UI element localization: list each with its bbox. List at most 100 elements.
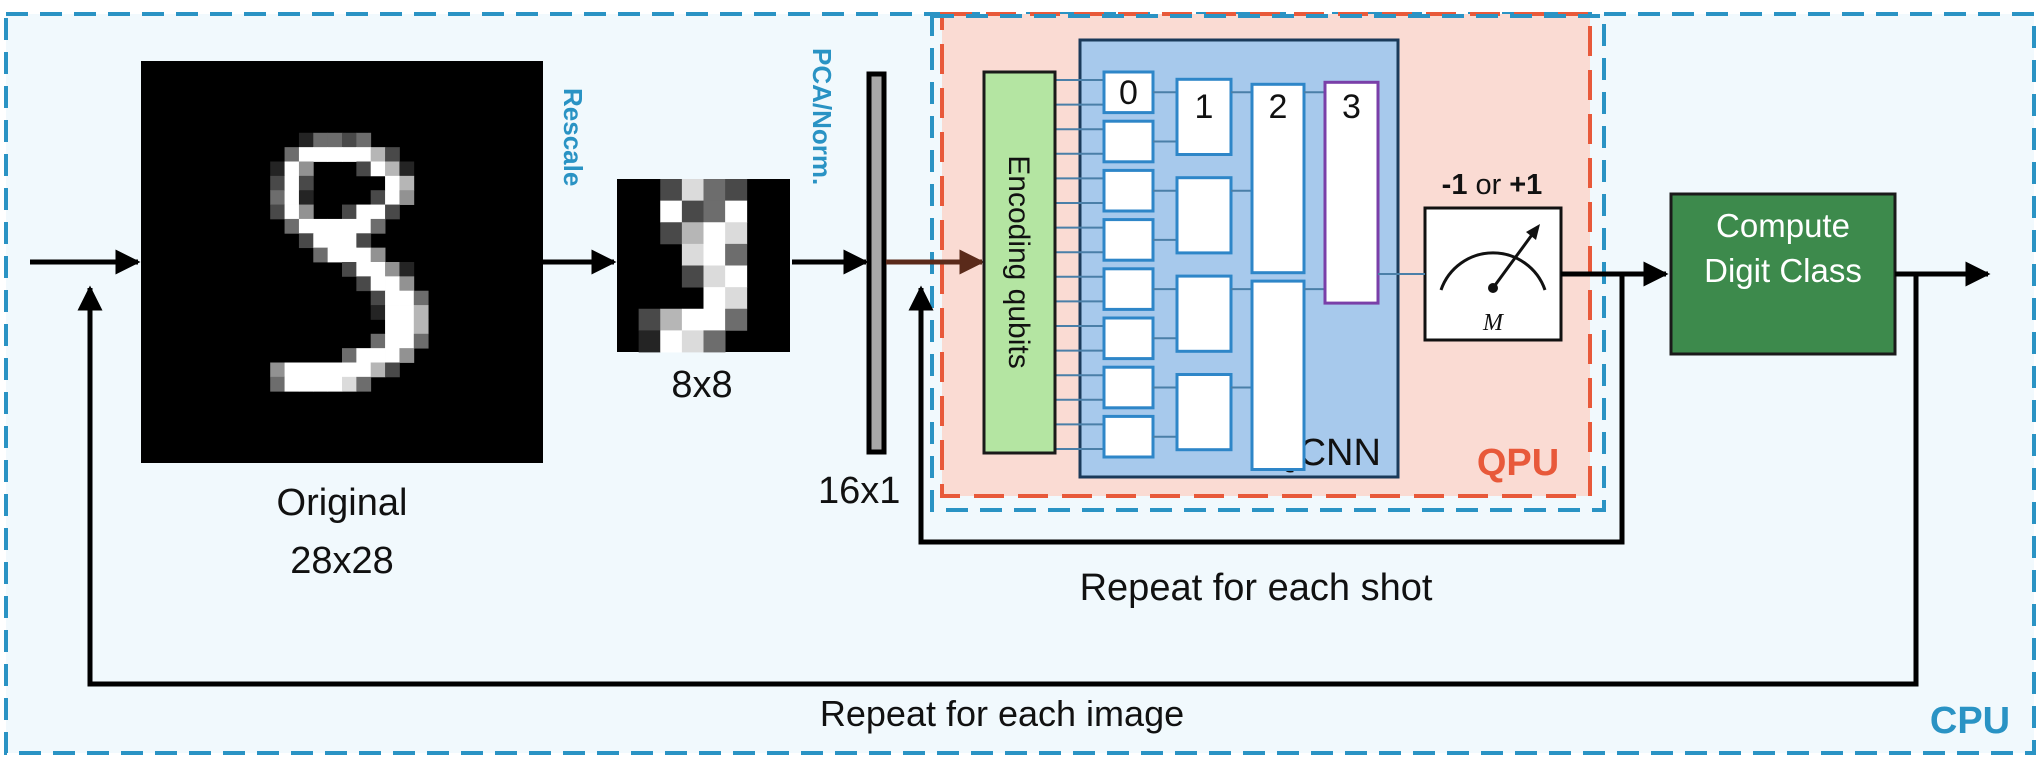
original-image-pixel <box>370 348 386 363</box>
compute-block <box>1669 192 1897 356</box>
image-loop <box>77 274 1919 687</box>
original-image-pixel <box>356 204 372 220</box>
rescaled-image-pixel <box>681 243 704 266</box>
compute-label-line1: Compute <box>1716 207 1850 244</box>
cpu-label: CPU <box>1930 700 2010 742</box>
rescaled-image-pixel <box>703 222 726 245</box>
original-image-pixel <box>313 376 329 392</box>
original-image-pixel <box>370 305 386 320</box>
original-image-pixel <box>399 348 415 363</box>
vector-size-label: 16x1 <box>818 470 900 512</box>
rescaled-image-pixel <box>660 308 683 331</box>
original-image-pixel <box>356 218 372 234</box>
original-image-pixel <box>370 262 386 277</box>
original-image-pixel <box>370 362 386 378</box>
original-image-pixel <box>270 161 285 177</box>
original-image-pixel <box>284 147 300 162</box>
original-image-pixel <box>313 247 329 263</box>
original-image-pixel <box>284 376 300 392</box>
layer-0-label: 0 <box>1119 74 1138 112</box>
encoding-label: Encoding qubits <box>1002 155 1035 369</box>
rescaled-image-pixel <box>638 308 661 331</box>
pca-norm-label: PCA/Norm. <box>807 48 837 185</box>
original-image-pixel <box>385 190 400 205</box>
rescale-label: Rescale <box>558 88 588 186</box>
small-size-label: 8x8 <box>671 364 732 406</box>
original-image-pixel <box>399 305 415 320</box>
original-label-line1: Original <box>277 482 408 524</box>
rescaled-image-pixel <box>681 308 704 331</box>
original-image-pixel <box>284 175 300 191</box>
original-image-pixel <box>370 218 386 234</box>
original-image-pixel <box>298 362 314 378</box>
original-image-pixel <box>270 175 285 191</box>
original-image-pixel <box>298 233 314 249</box>
original-image-pixel <box>342 362 357 378</box>
original-image-pixel <box>327 362 343 378</box>
encoding-block <box>982 70 1057 455</box>
original-image-pixel <box>370 204 386 220</box>
original-image-pixel <box>298 161 314 177</box>
layer-1-label: 1 <box>1195 88 1214 126</box>
original-image-pixel <box>385 204 400 220</box>
original-image-pixel <box>313 132 329 148</box>
original-image-pixel <box>385 175 400 191</box>
rescaled-image-pixel <box>703 330 726 353</box>
original-image-pixel <box>413 319 429 335</box>
rescaled-image-pixel <box>725 243 748 266</box>
layer-2-gate <box>1250 82 1306 275</box>
rescaled-image-pixel <box>681 265 704 288</box>
original-image-pixel <box>399 262 415 277</box>
layer-0-gate <box>1102 168 1155 213</box>
original-image <box>141 61 543 463</box>
original-image-pixel <box>298 190 314 205</box>
original-image-pixel <box>313 362 329 378</box>
original-image-pixel <box>413 305 429 320</box>
original-image-pixel <box>342 233 357 249</box>
original-image-pixel <box>342 348 357 363</box>
original-image-pixel <box>385 147 400 162</box>
layer-0-gate <box>1102 267 1155 311</box>
original-image-pixel <box>385 333 400 349</box>
original-image-pixel <box>370 147 386 162</box>
original-image-pixel <box>370 247 386 263</box>
original-image-pixel <box>270 190 285 205</box>
original-image-pixel <box>342 262 357 277</box>
original-image-pixel <box>385 290 400 306</box>
rescaled-image-pixel <box>725 222 748 245</box>
layer-0-gate <box>1102 70 1155 115</box>
original-image-pixel <box>284 362 300 378</box>
original-image-pixel <box>298 218 314 234</box>
original-image-pixel <box>399 190 415 205</box>
rescaled-image-pixel <box>660 200 683 223</box>
original-image-pixel <box>399 175 415 191</box>
original-image-pixel <box>356 161 372 177</box>
rescaled-image-pixel <box>638 330 661 353</box>
original-image-pixel <box>356 276 372 292</box>
feature-vector <box>866 71 887 455</box>
original-image-pixel <box>356 348 372 363</box>
original-image-pixel <box>356 132 372 148</box>
layer-0-gate <box>1102 119 1155 164</box>
rescaled-image-pixel <box>681 200 704 223</box>
original-image-pixel <box>385 348 400 363</box>
original-image-pixel <box>356 262 372 277</box>
meter-icon: M <box>1423 206 1563 342</box>
original-image-pixel <box>413 333 429 349</box>
layer-1-gate <box>1175 373 1233 452</box>
rescaled-image-pixel <box>703 308 726 331</box>
original-image-pixel <box>342 204 357 220</box>
original-image-pixel <box>298 204 314 220</box>
rescaled-image-pixel <box>703 243 726 266</box>
original-image-pixel <box>298 376 314 392</box>
original-image-pixel <box>327 247 343 263</box>
layer-0-gate <box>1102 414 1155 459</box>
original-image-pixel <box>327 132 343 148</box>
original-image-pixel <box>370 161 386 177</box>
original-label-line2: 28x28 <box>290 540 394 582</box>
original-image-pixel <box>385 305 400 320</box>
original-image-pixel <box>356 362 372 378</box>
original-image-pixel <box>313 218 329 234</box>
layer-1-gate <box>1175 176 1233 255</box>
